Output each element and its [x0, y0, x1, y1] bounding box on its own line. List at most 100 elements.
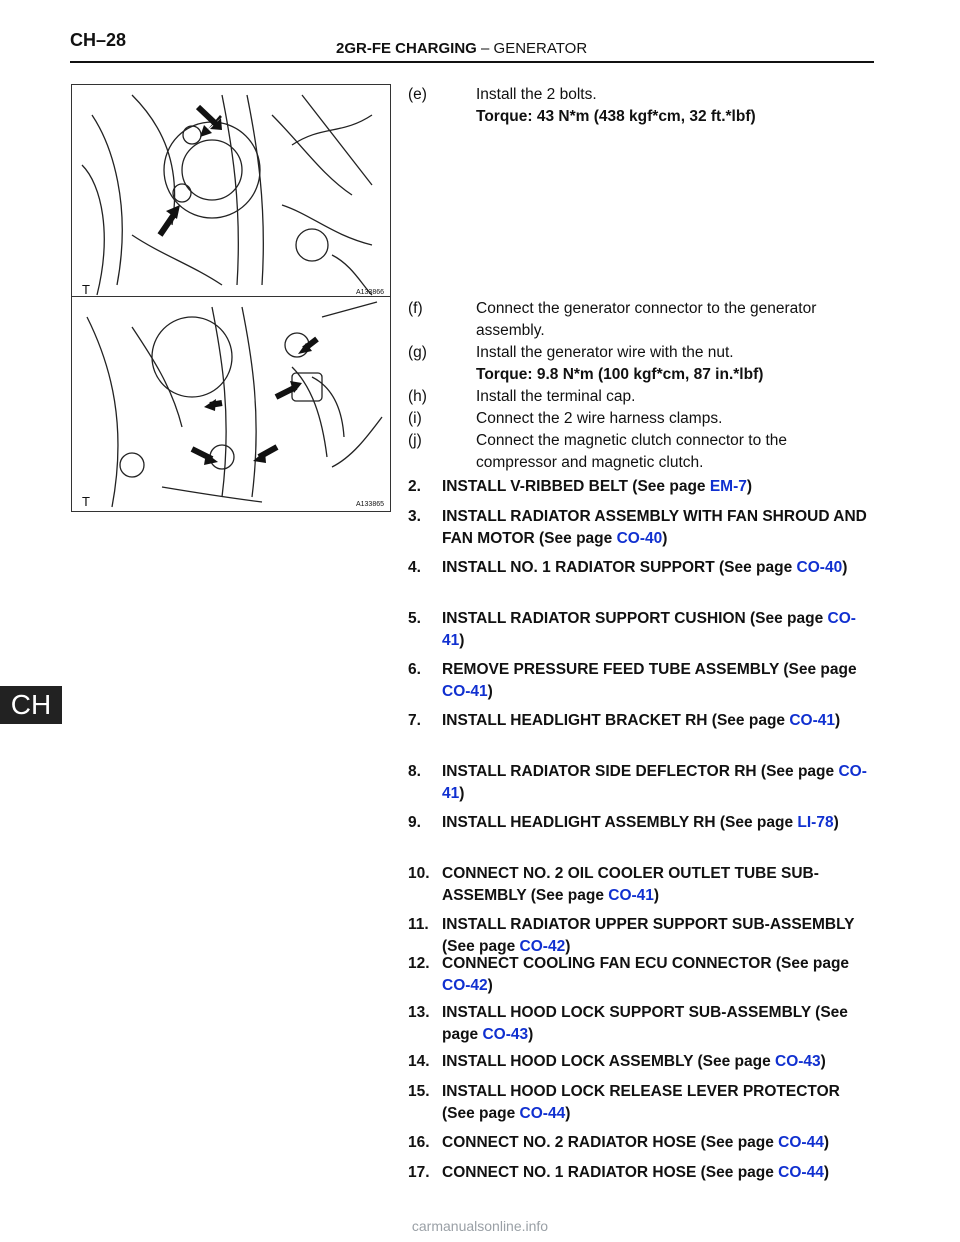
substep-i: (i) Connect the 2 wire harness clamps.: [408, 408, 868, 430]
step-tail: ): [662, 530, 668, 547]
substep-text: Install the 2 bolts.: [476, 86, 597, 103]
page-link[interactable]: CO-41: [442, 610, 856, 649]
page-link[interactable]: CO-44: [778, 1134, 824, 1151]
substep-text: Install the terminal cap.: [476, 388, 636, 405]
torque-spec: Torque: 43 N*m (438 kgf*cm, 32 ft.*lbf): [476, 108, 756, 125]
engine-illustration-1: [81, 94, 373, 296]
step-tail: ): [565, 938, 571, 955]
step-number: 17.: [408, 1164, 430, 1181]
step-tail: ): [842, 559, 848, 576]
step-tail: ): [746, 478, 753, 495]
step-4: 4. INSTALL NO. 1 RADIATOR SUPPORT (See p…: [408, 557, 870, 579]
step-text: CONNECT NO. 1 RADIATOR HOSE (See page: [442, 1164, 779, 1181]
step-text: INSTALL HEADLIGHT BRACKET RH (See page: [442, 712, 790, 729]
page-link[interactable]: CO-42: [519, 938, 566, 955]
step-text: INSTALL HOOD LOCK ASSEMBLY (See page: [442, 1053, 776, 1070]
substep-label: (i): [408, 410, 422, 427]
step-5: 5. INSTALL RADIATOR SUPPORT CUSHION (See…: [408, 608, 870, 652]
figure-code: A133866: [355, 289, 384, 296]
step-10: 10. CONNECT NO. 2 OIL COOLER OUTLET TUBE…: [408, 863, 870, 907]
step-tail: ): [487, 977, 493, 994]
torque-spec: Torque: 9.8 N*m (100 kgf*cm, 87 in.*lbf): [476, 366, 764, 383]
step-tail: ): [459, 632, 465, 649]
substep-text: Connect the magnetic clutch connector to…: [476, 432, 788, 471]
step-text: CONNECT COOLING FAN ECU CONNECTOR (See p…: [442, 955, 850, 972]
page-link[interactable]: CO-41: [789, 712, 835, 729]
step-number: 13.: [408, 1004, 430, 1021]
step-body: INSTALL HEADLIGHT BRACKET RH (See page C…: [442, 710, 870, 732]
step-body: CONNECT COOLING FAN ECU CONNECTOR (See p…: [442, 953, 870, 997]
step-body: INSTALL RADIATOR SUPPORT CUSHION (See pa…: [442, 608, 870, 652]
page-link[interactable]: CO-43: [482, 1026, 529, 1043]
step-number: 3.: [408, 508, 421, 525]
step-body: CONNECT NO. 2 OIL COOLER OUTLET TUBE SUB…: [442, 863, 870, 907]
page-link[interactable]: CO-42: [442, 977, 488, 994]
step-number: 2.: [408, 478, 421, 495]
step-text: INSTALL NO. 1 RADIATOR SUPPORT (See page: [442, 559, 797, 576]
side-tab: CH: [0, 686, 62, 724]
section-title-dash: –: [476, 40, 494, 57]
watermark: carmanualsonline.info: [411, 1218, 549, 1234]
step-14: 14. INSTALL HOOD LOCK ASSEMBLY (See page…: [408, 1051, 870, 1073]
substep-g: (g) Install the generator wire with the …: [408, 342, 868, 386]
step-number: 14.: [408, 1053, 430, 1070]
step-text: INSTALL RADIATOR SIDE DEFLECTOR RH (See …: [442, 763, 839, 780]
page-link[interactable]: CO-44: [519, 1105, 566, 1122]
step-tail: ): [835, 712, 841, 729]
step-tail: ): [823, 1164, 829, 1181]
step-12: 12. CONNECT COOLING FAN ECU CONNECTOR (S…: [408, 953, 870, 997]
substep-label: (e): [408, 86, 427, 103]
substep-h: (h) Install the terminal cap.: [408, 386, 868, 408]
step-6: 6. REMOVE PRESSURE FEED TUBE ASSEMBLY (S…: [408, 659, 870, 703]
page-link[interactable]: CO-41: [608, 887, 654, 904]
engine-illustration-2: [86, 301, 383, 508]
page-link[interactable]: CO-41: [442, 683, 488, 700]
figure-code: A133865: [355, 501, 384, 508]
header-rule: [70, 61, 874, 63]
step-number: 4.: [408, 559, 421, 576]
page-code: CH–28: [70, 30, 127, 50]
step-text: INSTALL RADIATOR UPPER SUPPORT SUB-ASSEM…: [442, 916, 855, 955]
step-7: 7. INSTALL HEADLIGHT BRACKET RH (See pag…: [408, 710, 870, 732]
step-text: INSTALL V-RIBBED BELT (See page: [442, 478, 710, 495]
section-title-bold: 2GR-FE CHARGING: [336, 40, 477, 57]
step-11: 11. INSTALL RADIATOR UPPER SUPPORT SUB-A…: [408, 914, 870, 958]
page-link[interactable]: CO-44: [778, 1164, 824, 1181]
step-16: 16. CONNECT NO. 2 RADIATOR HOSE (See pag…: [408, 1132, 870, 1154]
step-number: 7.: [408, 712, 421, 729]
section-title-rest: GENERATOR: [493, 40, 588, 57]
step-tail: ): [565, 1105, 571, 1122]
step-text: CONNECT NO. 2 OIL COOLER OUTLET TUBE SUB…: [442, 865, 819, 904]
step-number: 16.: [408, 1134, 430, 1151]
figure-generator-bolts: T A133866: [71, 84, 391, 300]
step-body: INSTALL RADIATOR UPPER SUPPORT SUB-ASSEM…: [442, 914, 870, 958]
page-link[interactable]: LI-78: [797, 814, 834, 831]
substep-text: Connect the generator connector to the g…: [476, 300, 817, 339]
step-number: 15.: [408, 1083, 430, 1100]
step-tail: ): [459, 785, 465, 802]
step-body: CONNECT NO. 2 RADIATOR HOSE (See page CO…: [442, 1132, 870, 1154]
step-body: INSTALL HEADLIGHT ASSEMBLY RH (See page …: [442, 812, 870, 834]
step-2: 2. INSTALL V-RIBBED BELT (See page EM-7): [408, 476, 870, 498]
page-link[interactable]: CO-43: [775, 1053, 821, 1070]
step-13: 13. INSTALL HOOD LOCK SUPPORT SUB-ASSEMB…: [408, 1002, 870, 1046]
substep-label: (f): [408, 300, 423, 317]
step-text: REMOVE PRESSURE FEED TUBE ASSEMBLY (See …: [442, 661, 857, 678]
step-number: 5.: [408, 610, 421, 627]
step-body: CONNECT NO. 1 RADIATOR HOSE (See page CO…: [442, 1162, 870, 1184]
step-17: 17. CONNECT NO. 1 RADIATOR HOSE (See pag…: [408, 1162, 870, 1184]
page-link[interactable]: CO-40: [616, 530, 663, 547]
page-link[interactable]: CO-40: [796, 559, 843, 576]
step-number: 11.: [408, 916, 429, 933]
page-link[interactable]: CO-41: [442, 763, 867, 802]
page-link[interactable]: EM-7: [709, 478, 747, 495]
substep-label: (h): [408, 388, 427, 405]
step-body: INSTALL HOOD LOCK ASSEMBLY (See page CO-…: [442, 1051, 870, 1073]
step-number: 12.: [408, 955, 430, 972]
substep-label: (j): [408, 432, 422, 449]
step-body: REMOVE PRESSURE FEED TUBE ASSEMBLY (See …: [442, 659, 870, 703]
substep-j: (j) Connect the magnetic clutch connecto…: [408, 430, 868, 474]
substep-f: (f) Connect the generator connector to t…: [408, 298, 868, 342]
step-body: INSTALL HOOD LOCK SUPPORT SUB-ASSEMBLY (…: [442, 1002, 870, 1046]
figure-t-mark: T: [82, 282, 90, 297]
